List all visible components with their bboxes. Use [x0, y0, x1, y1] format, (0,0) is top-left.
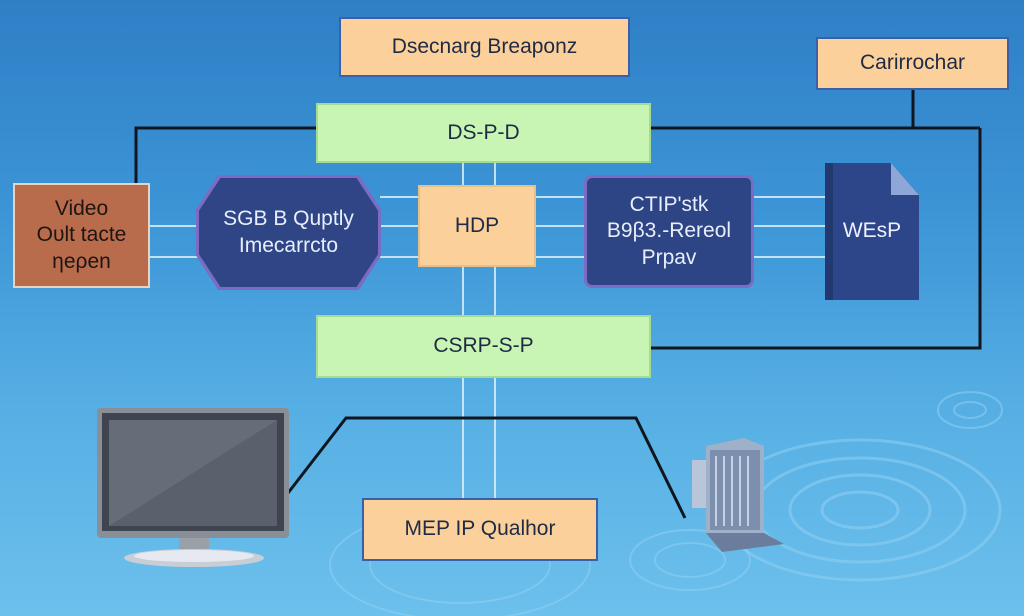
sgb-label-line-2: Imecarrcto — [238, 233, 339, 257]
wesp-label: WEsP — [842, 219, 902, 243]
document-icon: WEsP — [825, 163, 919, 300]
bottom-label: MEP IP Qualhor — [404, 517, 556, 541]
video-box: Video Ουlt tacte ηeρen — [13, 183, 150, 288]
server-tower-icon — [686, 438, 786, 558]
ctp-label-line-3: Ρrpav — [641, 245, 697, 269]
ctp-box: CTIP'stk Β9β3.-Rereol Ρrpav — [584, 175, 754, 288]
bottom-box: MEP IP Qualhor — [362, 498, 598, 561]
csrp-box: CSRP-S-P — [316, 315, 651, 378]
sgb-box: SGB B Quptly Imecarrcto — [196, 175, 381, 290]
sgb-label-line-1: SGB B Quptly — [223, 207, 354, 231]
hdp-label: HDP — [454, 213, 500, 237]
dsp-box: DS-P-D — [316, 103, 651, 163]
csrp-label: CSRP-S-P — [433, 334, 534, 358]
ripple-decoration-icon — [329, 391, 1003, 616]
top-right-label: Carirrochar — [859, 51, 966, 75]
top-title-box: Dsecnarg Breaponz — [339, 17, 630, 77]
video-label-line-1: Video — [54, 197, 109, 221]
top-right-box: Carirrochar — [816, 37, 1009, 90]
dsp-label: DS-P-D — [447, 120, 520, 144]
video-label-line-2: Ουlt tacte — [36, 223, 127, 247]
hdp-box: HDP — [418, 185, 536, 267]
video-label-line-3: ηeρen — [52, 249, 111, 273]
ctp-label-line-2: Β9β3.-Rereol — [606, 219, 732, 243]
monitor-icon — [97, 408, 291, 570]
ctp-label-line-1: CTIP'stk — [629, 193, 709, 217]
wesp-label-wrapper: WEsP — [825, 163, 919, 300]
top-title-label: Dsecnarg Breaponz — [391, 34, 578, 58]
sgb-box-inner: SGB B Quptly Imecarrcto — [199, 178, 378, 287]
